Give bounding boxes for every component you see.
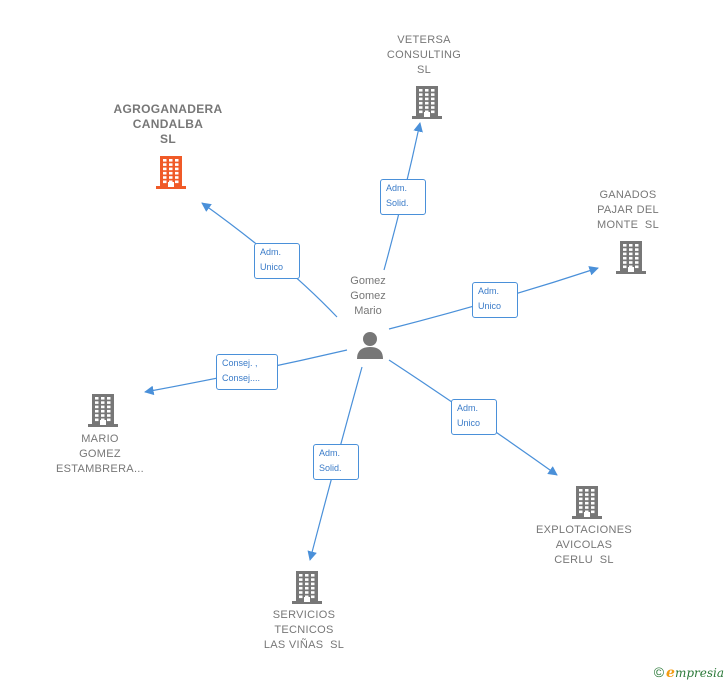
relation-tag-line: Adm.: [319, 448, 341, 458]
center-name-line: Gomez: [350, 275, 386, 287]
company-label-ganados[interactable]: GANADOS PAJAR DEL MONTE SL: [568, 188, 688, 233]
building-icon[interactable]: [411, 85, 443, 119]
center-name-line: Mario: [354, 305, 382, 317]
relation-tag-line: Unico: [478, 301, 502, 311]
company-label-line: CONSULTING: [386, 49, 462, 61]
company-label-line: GOMEZ: [79, 448, 121, 460]
relation-tag-mario-gomez[interactable]: Consej. , Consej....: [216, 354, 278, 390]
relation-tag-line: Adm.: [457, 403, 479, 413]
brand-logo-text: mpresia: [674, 666, 724, 680]
company-label-mario-gomez[interactable]: MARIO GOMEZ ESTAMBRERA...: [40, 432, 160, 477]
relation-tag-line: Unico: [260, 262, 284, 272]
company-label-line: ESTAMBRERA...: [55, 463, 145, 475]
building-icon[interactable]: [291, 570, 323, 604]
company-label-line: AVICOLAS: [555, 539, 613, 551]
person-icon[interactable]: [355, 330, 385, 360]
company-label-servicios[interactable]: SERVICIOS TECNICOS LAS VIÑAS SL: [244, 608, 364, 653]
company-label-line: SL: [416, 64, 432, 76]
relation-tag-line: Adm.: [386, 183, 408, 193]
company-label-line: SL: [160, 132, 176, 146]
relation-tag-agroganadera[interactable]: Adm. Unico: [254, 243, 300, 279]
company-label-line: TECNICOS: [274, 624, 334, 636]
footer-brand: ©empresia: [654, 664, 724, 681]
building-icon[interactable]: [615, 240, 647, 274]
company-label-explotaciones[interactable]: EXPLOTACIONES AVICOLAS CERLU SL: [524, 523, 644, 568]
relation-tag-vetersa[interactable]: Adm. Solid.: [380, 179, 426, 215]
relation-tag-line: Consej. ,: [222, 358, 258, 368]
relation-tag-explotaciones[interactable]: Adm. Unico: [451, 399, 497, 435]
company-label-line: CERLU SL: [554, 554, 614, 566]
relation-tag-line: Unico: [457, 418, 481, 428]
building-icon[interactable]: [87, 393, 119, 427]
relation-tag-line: Solid.: [319, 463, 342, 473]
relation-tag-line: Adm.: [478, 286, 500, 296]
company-label-line: EXPLOTACIONES: [536, 524, 632, 536]
relation-tag-line: Solid.: [386, 198, 409, 208]
brand-logo-e: e: [666, 665, 675, 681]
company-label-vetersa[interactable]: VETERSA CONSULTING SL: [364, 33, 484, 78]
company-label-line: MARIO: [81, 433, 119, 445]
company-label-line: VETERSA: [397, 34, 451, 46]
company-label-line: LAS VIÑAS SL: [263, 639, 345, 651]
center-person-name[interactable]: Gomez Gomez Mario: [338, 274, 398, 319]
company-label-line: AGROGANADERA: [113, 102, 223, 116]
relation-tag-line: Consej....: [222, 373, 261, 383]
building-icon[interactable]: [571, 485, 603, 519]
relation-tag-ganados[interactable]: Adm. Unico: [472, 282, 518, 318]
copyright-symbol: ©: [653, 664, 665, 680]
company-label-line: PAJAR DEL: [597, 204, 659, 216]
company-label-line: CANDALBA: [132, 117, 204, 131]
company-label-line: GANADOS: [599, 189, 657, 201]
company-label-line: MONTE SL: [597, 219, 659, 231]
relation-tag-servicios[interactable]: Adm. Solid.: [313, 444, 359, 480]
building-icon[interactable]: [155, 155, 187, 189]
center-name-line: Gomez: [350, 290, 386, 302]
relation-tag-line: Adm.: [260, 247, 282, 257]
company-label-line: SERVICIOS: [272, 609, 336, 621]
